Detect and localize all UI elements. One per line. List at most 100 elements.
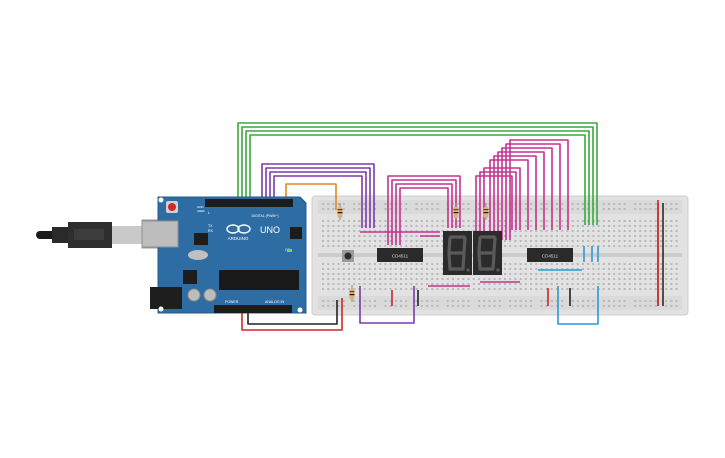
wire-purple-bottom[interactable]	[359, 286, 415, 324]
breadboard-hole	[420, 220, 423, 222]
breadboard-hole	[524, 208, 527, 210]
resistor-3[interactable]	[483, 203, 489, 220]
breadboard-hole	[665, 273, 668, 275]
breadboard-hole	[436, 240, 439, 242]
seven-segment-display-2[interactable]	[473, 231, 502, 275]
display-segments	[447, 235, 470, 272]
breadboard-hole	[634, 305, 636, 307]
tx-label: TX	[208, 224, 213, 228]
breadboard-hole	[337, 288, 340, 290]
breadboard-hole	[608, 263, 610, 265]
wire-magenta-right-8[interactable]	[509, 139, 569, 240]
wire-orange[interactable]	[285, 183, 337, 210]
breadboard-hole	[644, 230, 647, 232]
breadboard-hole	[348, 235, 350, 237]
breadboard-hole	[420, 230, 423, 232]
wire-magenta-right-5[interactable]	[497, 151, 545, 240]
decoder-chip-2[interactable]: CD4511	[527, 248, 573, 262]
resistor-1[interactable]	[337, 203, 343, 220]
breadboard-hole	[660, 225, 662, 227]
wire-magenta-right-4[interactable]	[493, 155, 537, 240]
wire-magenta-left-0[interactable]	[387, 175, 461, 245]
push-button[interactable]	[342, 250, 354, 262]
breadboard-hole	[379, 273, 382, 275]
breadboard-hole	[587, 245, 590, 247]
breadboard-hole	[431, 268, 434, 270]
breadboard-hole	[582, 300, 584, 302]
breadboard-hole	[665, 208, 668, 210]
button-cap[interactable]	[344, 252, 352, 260]
wire-magenta-right-7[interactable]	[505, 143, 561, 240]
breadboard-hole	[519, 240, 522, 242]
wire-magenta-right-6[interactable]	[501, 147, 553, 240]
breadboard-hole	[576, 283, 579, 285]
wire-purple-0[interactable]	[261, 163, 375, 228]
breadboard-hole	[394, 245, 397, 247]
breadboard-hole	[654, 220, 657, 222]
wire-purple-2[interactable]	[269, 171, 367, 228]
breadboard-hole	[665, 300, 668, 302]
breadboard-hole	[415, 225, 418, 227]
breadboard-hole	[582, 225, 584, 227]
chip-label: CD4511	[392, 254, 409, 259]
wire-magenta-left-2[interactable]	[395, 183, 453, 245]
arduino-board[interactable]: ARDUINO UNO DIGITAL (PWM~) POWER ANALOG …	[36, 196, 307, 314]
breadboard-hole	[342, 268, 345, 270]
seven-segment-display-1[interactable]	[443, 231, 472, 275]
breadboard-hole	[431, 283, 434, 285]
breadboard-hole	[566, 288, 569, 290]
decoder-chip-1[interactable]: CD4511	[377, 248, 423, 262]
wire-green-1[interactable]	[241, 126, 594, 225]
breadboard-hole	[504, 273, 506, 275]
breadboard-hole	[410, 240, 413, 242]
breadboard-hole	[509, 245, 512, 247]
breadboard-hole	[675, 300, 678, 302]
wire-purple-3[interactable]	[273, 175, 363, 228]
breadboard-hole	[504, 288, 506, 290]
breadboard-hole	[327, 203, 330, 205]
breadboard-hole	[327, 283, 330, 285]
wire-black-ground[interactable]	[247, 300, 338, 325]
breadboard-hole	[384, 220, 387, 222]
breadboard-hole	[368, 268, 371, 270]
breadboard-hole	[342, 273, 345, 275]
breadboard-hole	[348, 220, 350, 222]
wire-green-0[interactable]	[237, 122, 598, 225]
breadboard-hole	[379, 268, 382, 270]
breadboard-hole	[608, 220, 610, 222]
breadboard-hole	[493, 278, 496, 280]
wire-green-2[interactable]	[245, 130, 590, 225]
wire-blue-bottom[interactable]	[557, 286, 599, 325]
breadboard-hole	[639, 300, 642, 302]
breadboard-hole	[332, 288, 335, 290]
breadboard-hole	[556, 240, 558, 242]
breadboard-hole	[618, 268, 621, 270]
icsp-header	[290, 227, 302, 239]
wire-red-power[interactable]	[241, 298, 343, 331]
breadboard-hole	[535, 288, 538, 290]
resistor-4[interactable]	[349, 285, 355, 302]
breadboard-hole	[478, 278, 480, 280]
breadboard-hole	[524, 305, 527, 307]
breadboard-hole	[363, 235, 366, 237]
breadboard-hole	[613, 300, 616, 302]
wire-magenta-right-3[interactable]	[489, 159, 529, 240]
breadboard-hole	[519, 245, 522, 247]
mount-hole	[158, 306, 164, 312]
breadboard-hole	[623, 288, 626, 290]
breadboard-hole	[530, 263, 532, 265]
breadboard-hole	[592, 225, 595, 227]
breadboard-hole	[441, 240, 444, 242]
wire-magenta-left-3[interactable]	[399, 187, 449, 245]
breadboard-hole	[613, 230, 616, 232]
resistor-2[interactable]	[453, 203, 459, 220]
breadboard-hole	[457, 203, 460, 205]
reset-button[interactable]	[168, 203, 176, 211]
breadboard-hole	[628, 273, 631, 275]
breadboard-hole	[514, 283, 517, 285]
wire-green-3[interactable]	[249, 134, 586, 225]
wire-purple-1[interactable]	[265, 167, 371, 228]
breadboard-hole	[426, 245, 428, 247]
breadboard-hole	[608, 203, 610, 205]
